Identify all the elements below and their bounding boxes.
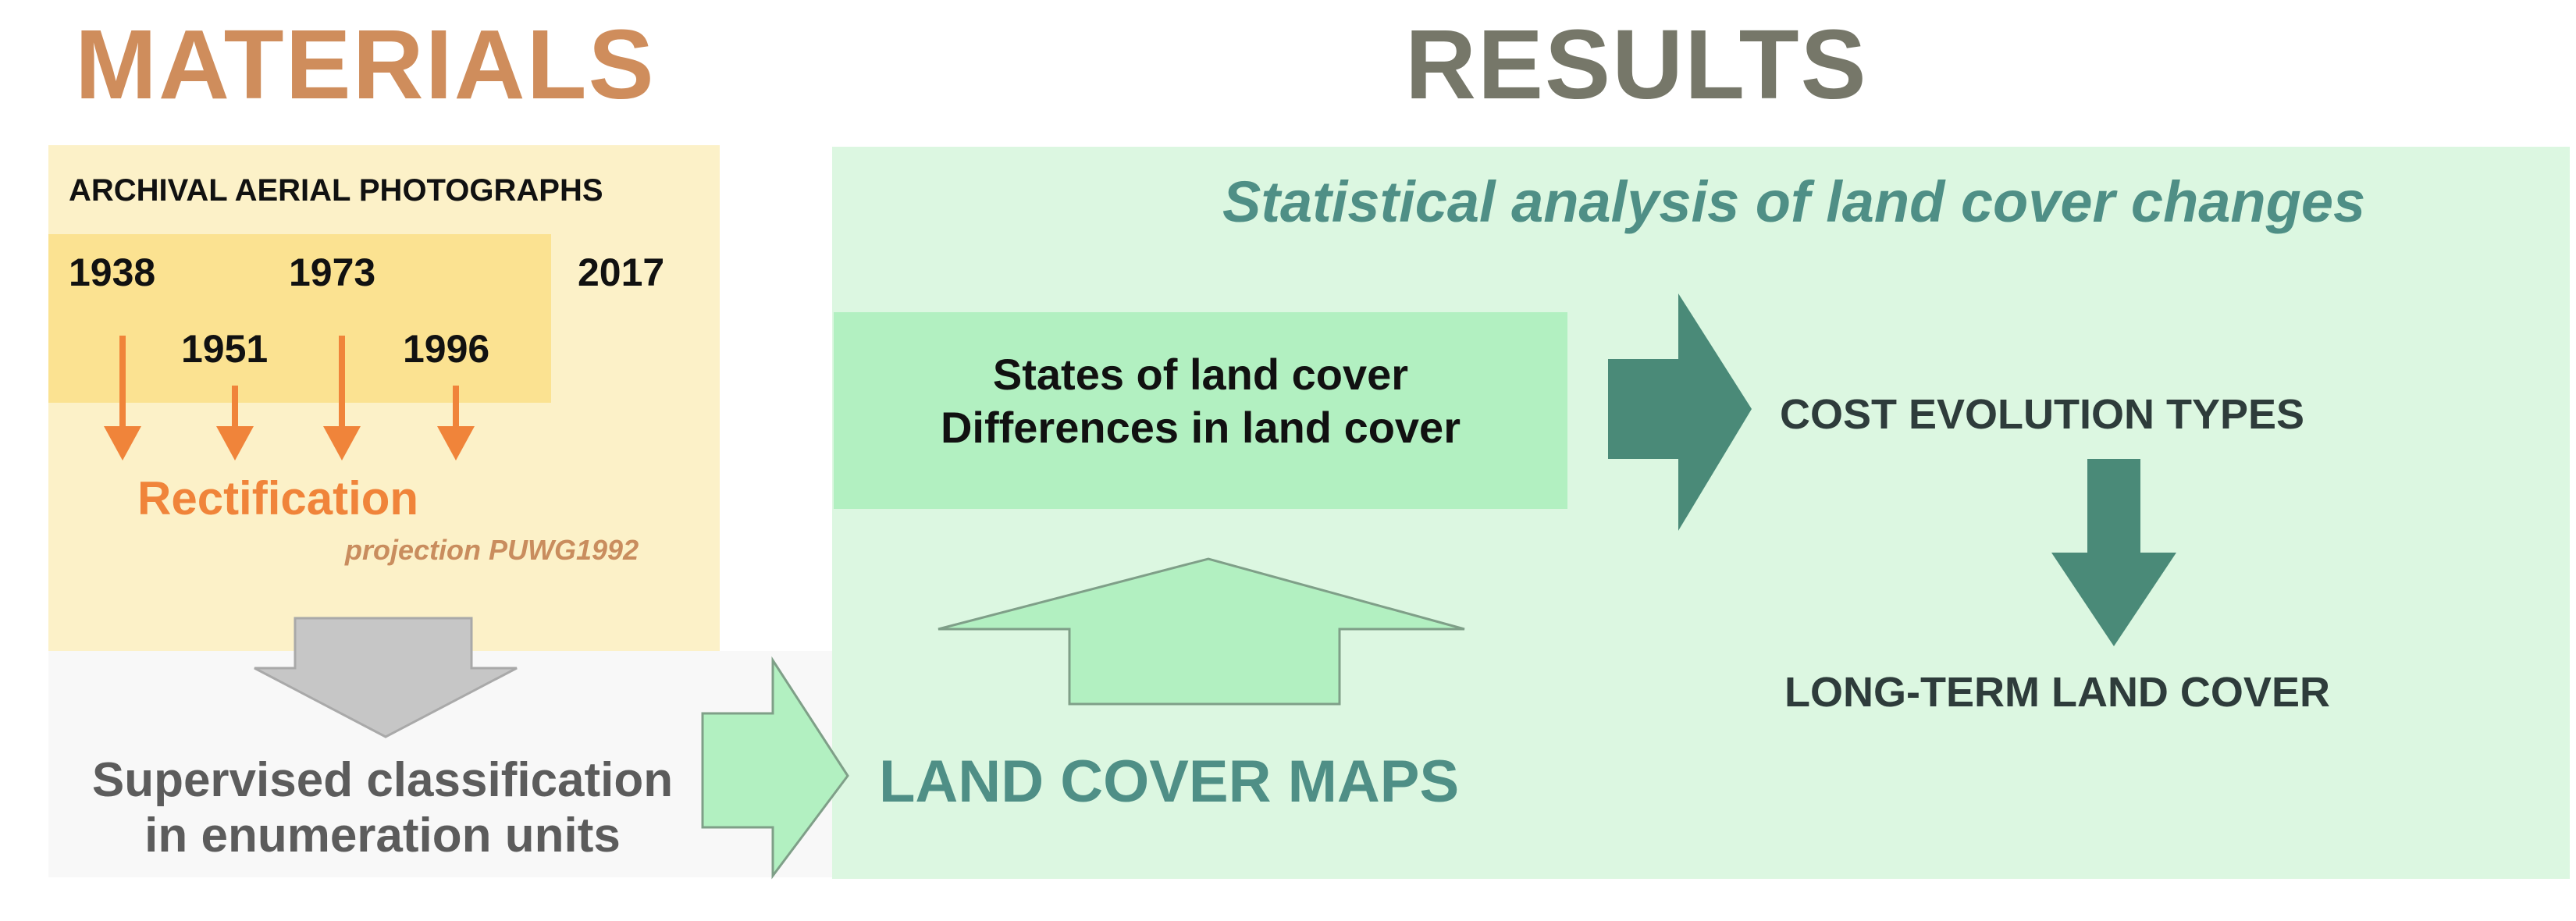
materials-heading: MATERIALS: [75, 9, 656, 119]
year-1973: 1973: [289, 251, 376, 294]
projection-label: projection PUWG1992: [345, 534, 639, 566]
cost-evolution-types-label: COST EVOLUTION TYPES: [1780, 391, 2305, 438]
long-term-land-cover-label: LONG-TERM LAND COVER: [1784, 669, 2330, 716]
states-box-text: States of land cover Differences in land…: [834, 348, 1567, 455]
supervised-classification-label: Supervised classification in enumeration…: [91, 753, 674, 863]
orange-arrow-1973: [323, 336, 361, 460]
orange-arrow-1996: [437, 386, 475, 460]
results-heading: RESULTS: [1405, 9, 1868, 119]
year-1951: 1951: [181, 327, 269, 371]
teal-right-arrow: [1608, 293, 1752, 531]
states-of-land-cover-label: States of land cover: [992, 350, 1409, 399]
archival-photos-label: ARCHIVAL AERIAL PHOTOGRAPHS: [69, 173, 603, 208]
orange-arrow-1938: [104, 336, 141, 460]
results-panel: [832, 147, 2570, 879]
green-right-arrow: [701, 656, 849, 880]
teal-down-arrow: [2051, 459, 2176, 646]
grey-down-arrow: [254, 617, 518, 738]
rectification-label: Rectification: [137, 472, 419, 525]
year-2017: 2017: [578, 251, 665, 294]
states-box: [834, 312, 1567, 509]
differences-in-land-cover-label: Differences in land cover: [940, 403, 1461, 453]
orange-arrow-1951: [216, 386, 254, 460]
year-1996: 1996: [403, 327, 490, 371]
land-cover-maps-label: LAND COVER MAPS: [879, 749, 1460, 815]
year-1938: 1938: [69, 251, 156, 294]
green-up-arrow: [938, 557, 1465, 706]
statistical-analysis-label: Statistical analysis of land cover chang…: [1222, 169, 2366, 234]
years-panel: [48, 234, 551, 403]
